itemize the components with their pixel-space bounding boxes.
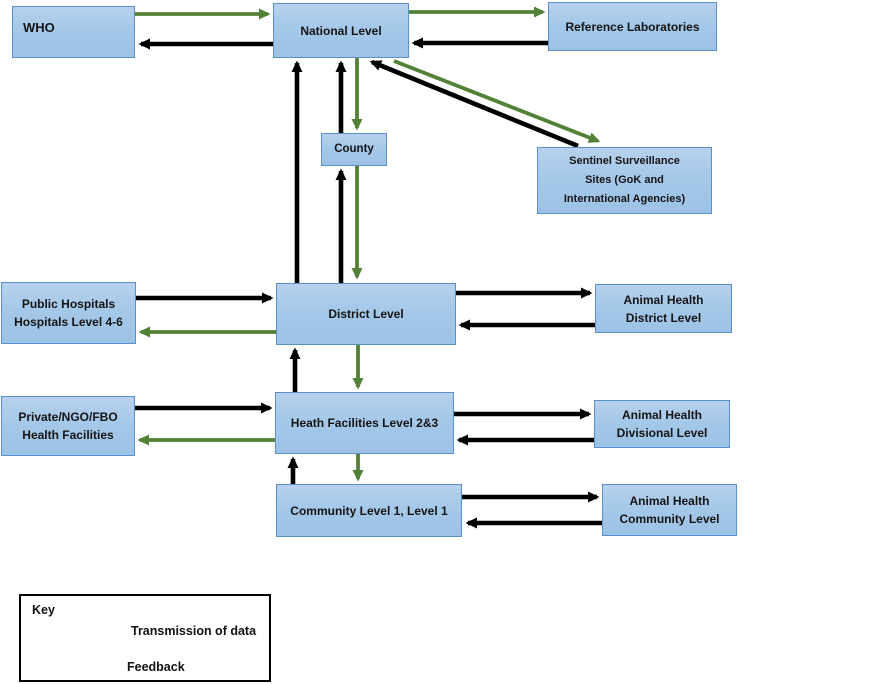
node-sentinel-surveillance-sites: Sentinel Surveillance Sites (GoK and Int… xyxy=(537,147,712,214)
node-animal-health-divisional-level: Animal Health Divisional Level xyxy=(594,400,730,448)
key-legend-box: Key Transmission of data Feedback xyxy=(19,594,271,682)
node-district-level: District Level xyxy=(276,283,456,345)
node-community-level: Community Level 1, Level 1 xyxy=(276,484,462,537)
node-health-facilities-level-2-3: Heath Facilities Level 2&3 xyxy=(275,392,454,454)
node-private-ngo-fbo: Private/NGO/FBO Health Facilities xyxy=(1,396,135,456)
node-county: County xyxy=(321,133,387,166)
key-title: Key xyxy=(32,603,55,617)
national-sentinel-feedback-arrow xyxy=(393,59,601,143)
sentinel-national-data-arrow xyxy=(369,59,579,149)
key-label-transmission-of-data: Transmission of data xyxy=(131,624,257,638)
node-animal-health-district-level: Animal Health District Level xyxy=(595,284,732,333)
node-reference-laboratories: Reference Laboratories xyxy=(548,2,717,51)
key-label-feedback: Feedback xyxy=(127,660,185,674)
node-national-level: National Level xyxy=(273,3,409,58)
node-animal-health-community-level: Animal Health Community Level xyxy=(602,484,737,536)
node-who: WHO xyxy=(12,6,135,58)
node-public-hospitals: Public Hospitals Hospitals Level 4-6 xyxy=(1,282,136,344)
